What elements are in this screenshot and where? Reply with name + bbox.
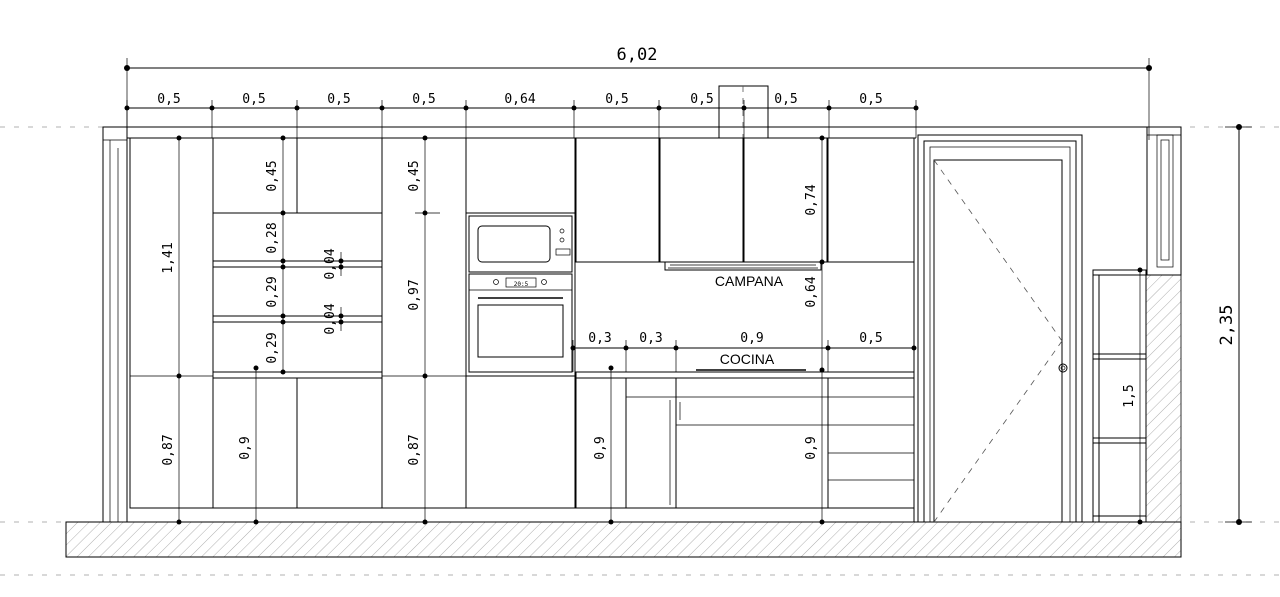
right-wall: [1092, 126, 1182, 523]
door-frame: [917, 134, 1083, 523]
module-width-3: 0,5: [327, 92, 350, 107]
door-leaf: [933, 159, 1063, 523]
dim-base-left: 0,87: [161, 434, 176, 465]
module-tick-dot-9: [913, 105, 919, 111]
overall-height-label: 2,35: [1217, 305, 1237, 346]
door: [917, 134, 1083, 523]
overall-width-label: 6,02: [617, 45, 658, 65]
module-tick-dot-1: [209, 105, 215, 111]
base-cabinet-3: [296, 377, 383, 509]
dim-shelf-2: 0,29: [265, 276, 280, 307]
dim-wall-units: 0,74: [804, 184, 819, 215]
counter-dim-2: 0,3: [639, 331, 662, 346]
dim-base-2: 0,9: [238, 436, 253, 459]
floor-slab: [65, 274, 1182, 558]
dim-upper-mid: 0,45: [407, 160, 422, 191]
tall-cabinet-4: [381, 137, 467, 509]
module-width-1: 0,5: [157, 92, 180, 107]
drawer-cabinet: [827, 377, 915, 509]
cooktop-label: COCINA: [720, 351, 775, 367]
overall-width-dimension: 6,02: [124, 45, 1152, 140]
dim-upper-left: 0,45: [265, 160, 280, 191]
shelf-unit: [1092, 269, 1147, 523]
wall-cabinet-9: [827, 137, 915, 263]
dim-hood-clearance: 0,64: [804, 276, 819, 307]
module-tick-dot-0: [124, 105, 130, 111]
module-width-2: 0,5: [242, 92, 265, 107]
module-tick-dot-5: [571, 105, 577, 111]
counter-dim-1: 0,3: [588, 331, 611, 346]
module-dimension-chain: 0,5 0,5 0,5 0,5 0,64 0,5 0,5 0,5 0,5: [124, 92, 919, 138]
dim-base-right: 0,9: [593, 436, 608, 459]
cabinets: 20:5 CAMPANA COCINA: [129, 137, 915, 523]
overall-height-dimension: 2,35: [1217, 124, 1252, 525]
module-width-6: 0,5: [605, 92, 628, 107]
microwave: [468, 215, 573, 273]
module-tick-dot-6: [656, 105, 662, 111]
module-width-9: 0,5: [859, 92, 882, 107]
dim-tall-unit: 1,41: [161, 242, 176, 273]
module-tick-dot-8: [826, 105, 832, 111]
countertop-left: [212, 371, 383, 379]
oven-display-text: 20:5: [514, 281, 529, 288]
oven-display: [505, 277, 537, 288]
counter-dim-3: 0,9: [740, 331, 763, 346]
appliance-column: [465, 137, 576, 509]
left-wall: [102, 126, 128, 523]
module-tick-dot-7: [741, 105, 747, 111]
oven: [468, 273, 573, 373]
module-width-5: 0,64: [504, 92, 535, 107]
dim-shelf-unit: 1,5: [1122, 384, 1137, 407]
counter-dim-4: 0,5: [859, 331, 882, 346]
dim-shelf-1: 0,28: [265, 222, 280, 253]
module-tick-dot-2: [294, 105, 300, 111]
module-width-7: 0,5: [690, 92, 713, 107]
wall-cabinet-6: [575, 137, 660, 263]
dim-gap-2: 0,04: [323, 303, 338, 334]
wall-cabinet-7: [659, 137, 744, 263]
countertop-right: [575, 371, 915, 379]
hood-duct: [718, 85, 769, 139]
dim-base-mid: 0,87: [407, 434, 422, 465]
module-tick-dot-4: [463, 105, 469, 111]
dim-tall-mid: 0,97: [407, 279, 422, 310]
oven-window: [477, 304, 564, 358]
counter-dimension-chain: 0,3 0,3 0,9 0,5: [570, 331, 917, 372]
dim-gap-1: 0,04: [323, 248, 338, 279]
module-width-4: 0,5: [412, 92, 435, 107]
base-cabinet-2: [212, 377, 298, 509]
module-tick-dot-3: [379, 105, 385, 111]
vertical-dimensions: 1,41 0,87 0,45 0,28 0,29 0,29 0,04 0,04 …: [161, 135, 1143, 525]
upper-cabinet-2: [212, 137, 298, 214]
dim-base-far-right: 0,9: [804, 436, 819, 459]
dim-shelf-3: 0,29: [265, 332, 280, 363]
range-hood: CAMPANA: [664, 261, 822, 289]
base-cabinet-6b: [625, 377, 677, 509]
hood-label: CAMPANA: [715, 273, 784, 289]
upper-cabinet-3: [296, 137, 383, 214]
module-width-8: 0,5: [774, 92, 797, 107]
door-handle-icon: [1058, 363, 1068, 373]
microwave-window: [477, 225, 551, 263]
